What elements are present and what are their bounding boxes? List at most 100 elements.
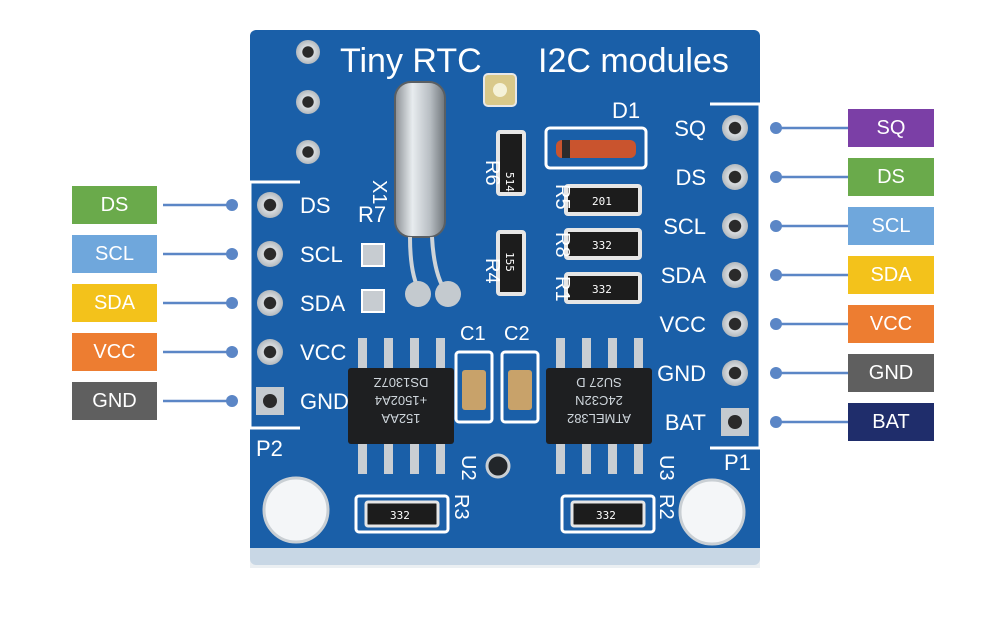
chip-u3 (546, 368, 652, 444)
p2-header-outline (248, 180, 300, 430)
left-connector-lines (163, 199, 238, 407)
top-hole-3 (296, 140, 320, 164)
top-hole-2 (296, 90, 320, 114)
right-pin-label-scl: SCL (848, 207, 934, 245)
chip-u2-line-1: 152AA (381, 411, 420, 426)
p2-round-pad (257, 290, 283, 316)
board-title-left: Tiny RTC (340, 42, 482, 80)
chip-u2-pins-top (358, 338, 445, 372)
board-title-right: I2C modules (538, 42, 729, 80)
p2-pad-hole (263, 394, 277, 408)
label-r8: R8 (551, 232, 573, 258)
label-c2: C2 (504, 323, 530, 345)
right-pin-label-bat: BAT (848, 403, 934, 441)
crystal-pad-2 (435, 281, 461, 307)
resistor-r4 (496, 230, 526, 296)
p1-silk-label: GND (657, 361, 706, 386)
r7-pad-bottom (361, 289, 385, 313)
resistor-r5 (564, 184, 642, 216)
p1-pin-pads (721, 115, 749, 436)
right-pin-label-vcc: VCC (848, 305, 934, 343)
label-u3: U3 (655, 455, 677, 481)
right-pin-label-sda: SDA (848, 256, 934, 294)
p1-round-pad (722, 360, 748, 386)
capacitor-c2 (508, 370, 532, 410)
p1-silk-label: SQ (674, 116, 706, 141)
resistor-r1 (564, 272, 642, 304)
resistor-r3 (364, 500, 440, 528)
p1-round-pad (722, 311, 748, 337)
connector-dot (226, 297, 238, 309)
p1-round-pad (722, 115, 748, 141)
r1-value: 332 (592, 283, 612, 296)
resistor-r6 (496, 130, 526, 196)
label-p2: P2 (256, 436, 283, 461)
resistor-r3-outline (354, 494, 450, 534)
p2-round-pad (257, 339, 283, 365)
pcb-bottom-edge (250, 548, 760, 568)
r4-value: 155 (503, 252, 516, 272)
p1-silk-label: BAT (665, 410, 706, 435)
label-c1: C1 (460, 323, 486, 345)
diode-d1 (556, 140, 636, 158)
mounting-hole-left (262, 476, 330, 544)
p2-round-pad (257, 192, 283, 218)
led-dot (493, 83, 507, 97)
left-pin-label-scl: SCL (72, 235, 157, 273)
mounting-hole-right (678, 478, 746, 546)
connector-dot (226, 346, 238, 358)
r2-value: 332 (596, 509, 616, 522)
p1-round-pad (722, 164, 748, 190)
chip-u3-line-3: SU27 D (576, 375, 622, 390)
resistor-r2 (570, 500, 646, 528)
r6-value: 514 (503, 172, 516, 192)
resistor-r8 (564, 228, 642, 260)
chip-u2-line-2: +1502A4 (375, 393, 427, 408)
diode-d1-band (562, 140, 570, 158)
label-r5: R5 (551, 184, 573, 210)
right-connector-lines (770, 122, 848, 428)
right-pin-label-sq: SQ (848, 109, 934, 147)
crystal-x1 (394, 81, 446, 238)
p2-silk-label: SDA (300, 291, 346, 316)
diode-d1-outline (544, 126, 648, 170)
p2-pin-pads (256, 192, 284, 415)
chip-u3-pins-top (556, 338, 643, 372)
top-hole-1 (296, 40, 320, 64)
left-pin-label-ds: DS (72, 186, 157, 224)
left-pin-label-vcc: VCC (72, 333, 157, 371)
label-r1: R1 (551, 276, 573, 302)
chip-u2-line-3: DS1307Z (373, 375, 428, 390)
p2-round-pad (257, 241, 283, 267)
label-r2: R2 (655, 494, 677, 520)
left-pin-label-gnd: GND (72, 382, 157, 420)
p2-silk-label: GND (300, 389, 349, 414)
label-r4: R4 (481, 258, 503, 284)
label-p1: P1 (724, 450, 751, 475)
r5-value: 201 (592, 195, 612, 208)
label-x1: X1 (368, 180, 390, 204)
chip-u2-pins-bottom (358, 440, 445, 474)
r7-pad-top (361, 243, 385, 267)
connector-dot (226, 199, 238, 211)
capacitor-c1-outline (454, 350, 494, 424)
p1-silk-label: DS (675, 165, 706, 190)
p1-silk-label: SCL (663, 214, 706, 239)
p2-silk-label: SCL (300, 242, 343, 267)
p1-round-pad (722, 213, 748, 239)
p2-silk-label: VCC (300, 340, 347, 365)
r3-value: 332 (390, 509, 410, 522)
connector-dot (226, 395, 238, 407)
label-u2: U2 (457, 455, 479, 481)
left-pin-label-sda: SDA (72, 284, 157, 322)
label-r6: R6 (481, 160, 503, 186)
chip-u3-pins-bottom (556, 440, 643, 474)
p1-pad-hole (728, 415, 742, 429)
capacitor-c2-outline (500, 350, 540, 424)
center-via (485, 453, 511, 479)
r8-value: 332 (592, 239, 612, 252)
chip-u3-line-1: ATMEL382 (567, 411, 631, 426)
